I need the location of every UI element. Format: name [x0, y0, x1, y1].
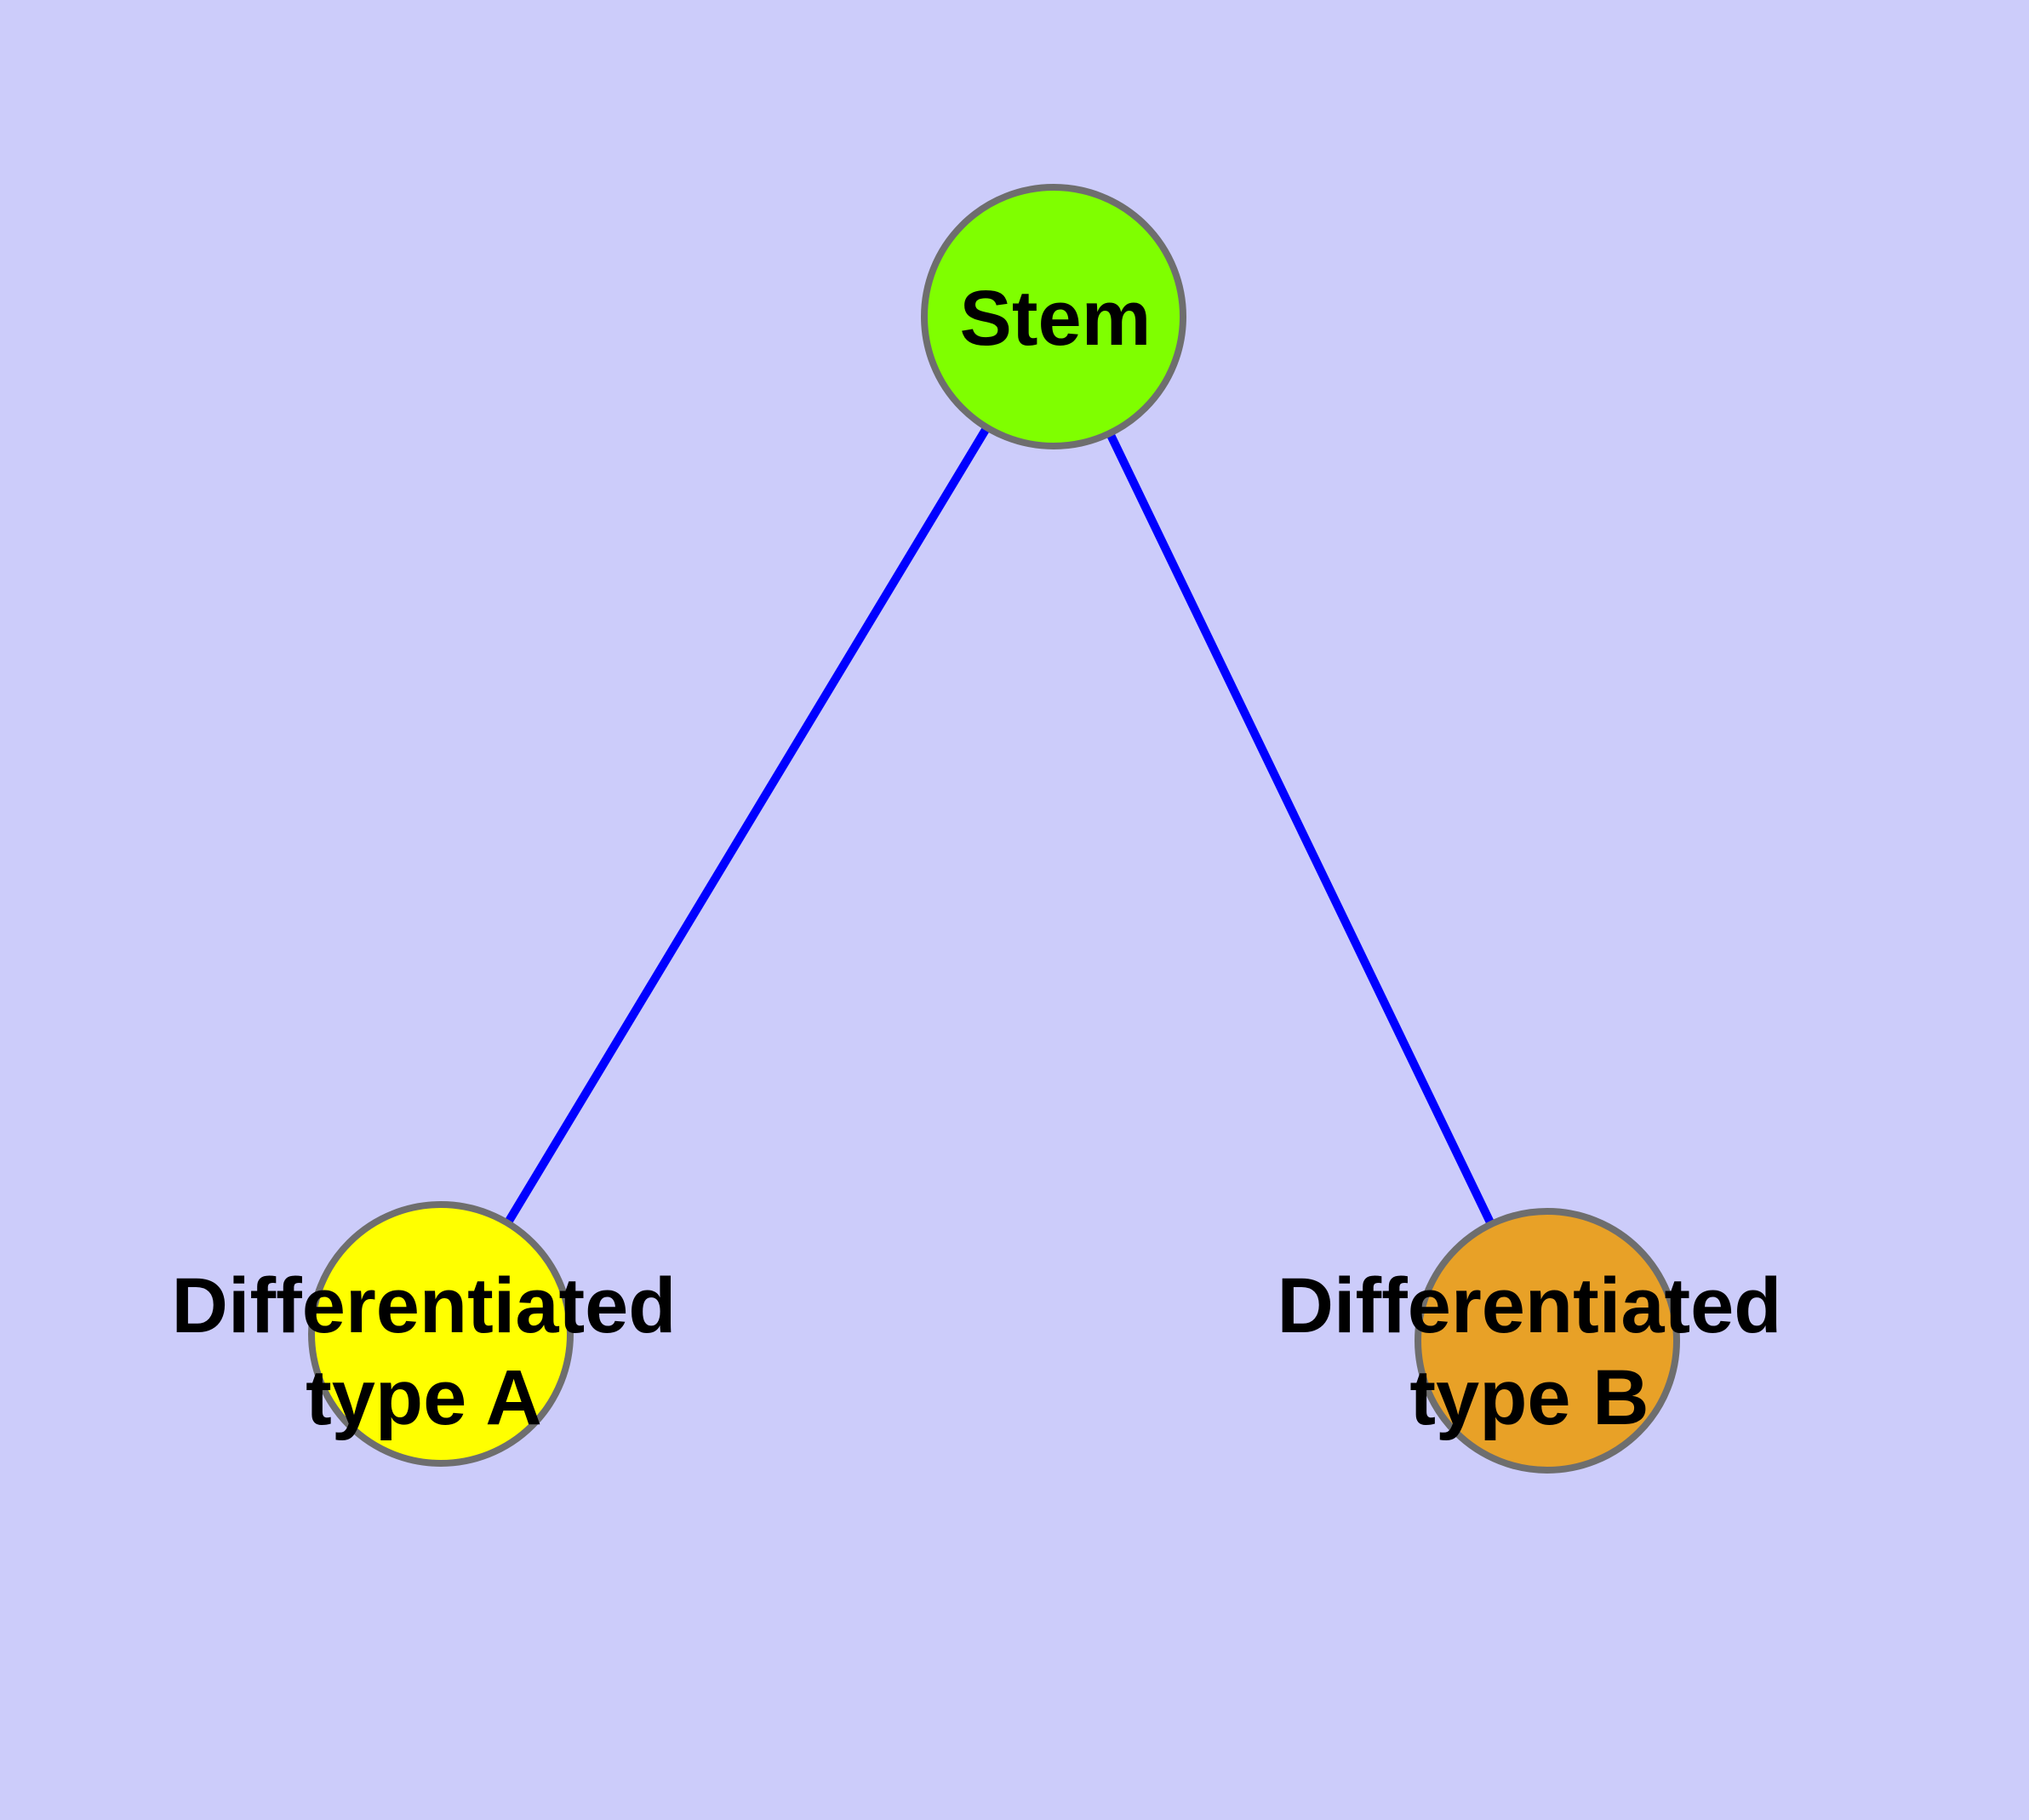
node-stem[interactable]	[921, 184, 1186, 449]
edge-stem-to-type-a[interactable]	[437, 314, 1058, 1336]
edges-layer	[437, 314, 1552, 1343]
node-label-line: Stem	[960, 275, 1152, 362]
node-label-line: type A	[306, 1354, 542, 1441]
edge-stem-to-type-b[interactable]	[1049, 314, 1552, 1343]
node-diff-type-b[interactable]	[1415, 1208, 1680, 1474]
node-diff-type-a[interactable]	[308, 1201, 574, 1467]
nodes-layer	[308, 184, 1680, 1474]
node-label-line: Differentiated	[1277, 1262, 1782, 1349]
node-label-line: type B	[1409, 1354, 1649, 1441]
node-label-stem: Stem	[960, 275, 1152, 362]
node-label-line: Differentiated	[172, 1262, 677, 1349]
